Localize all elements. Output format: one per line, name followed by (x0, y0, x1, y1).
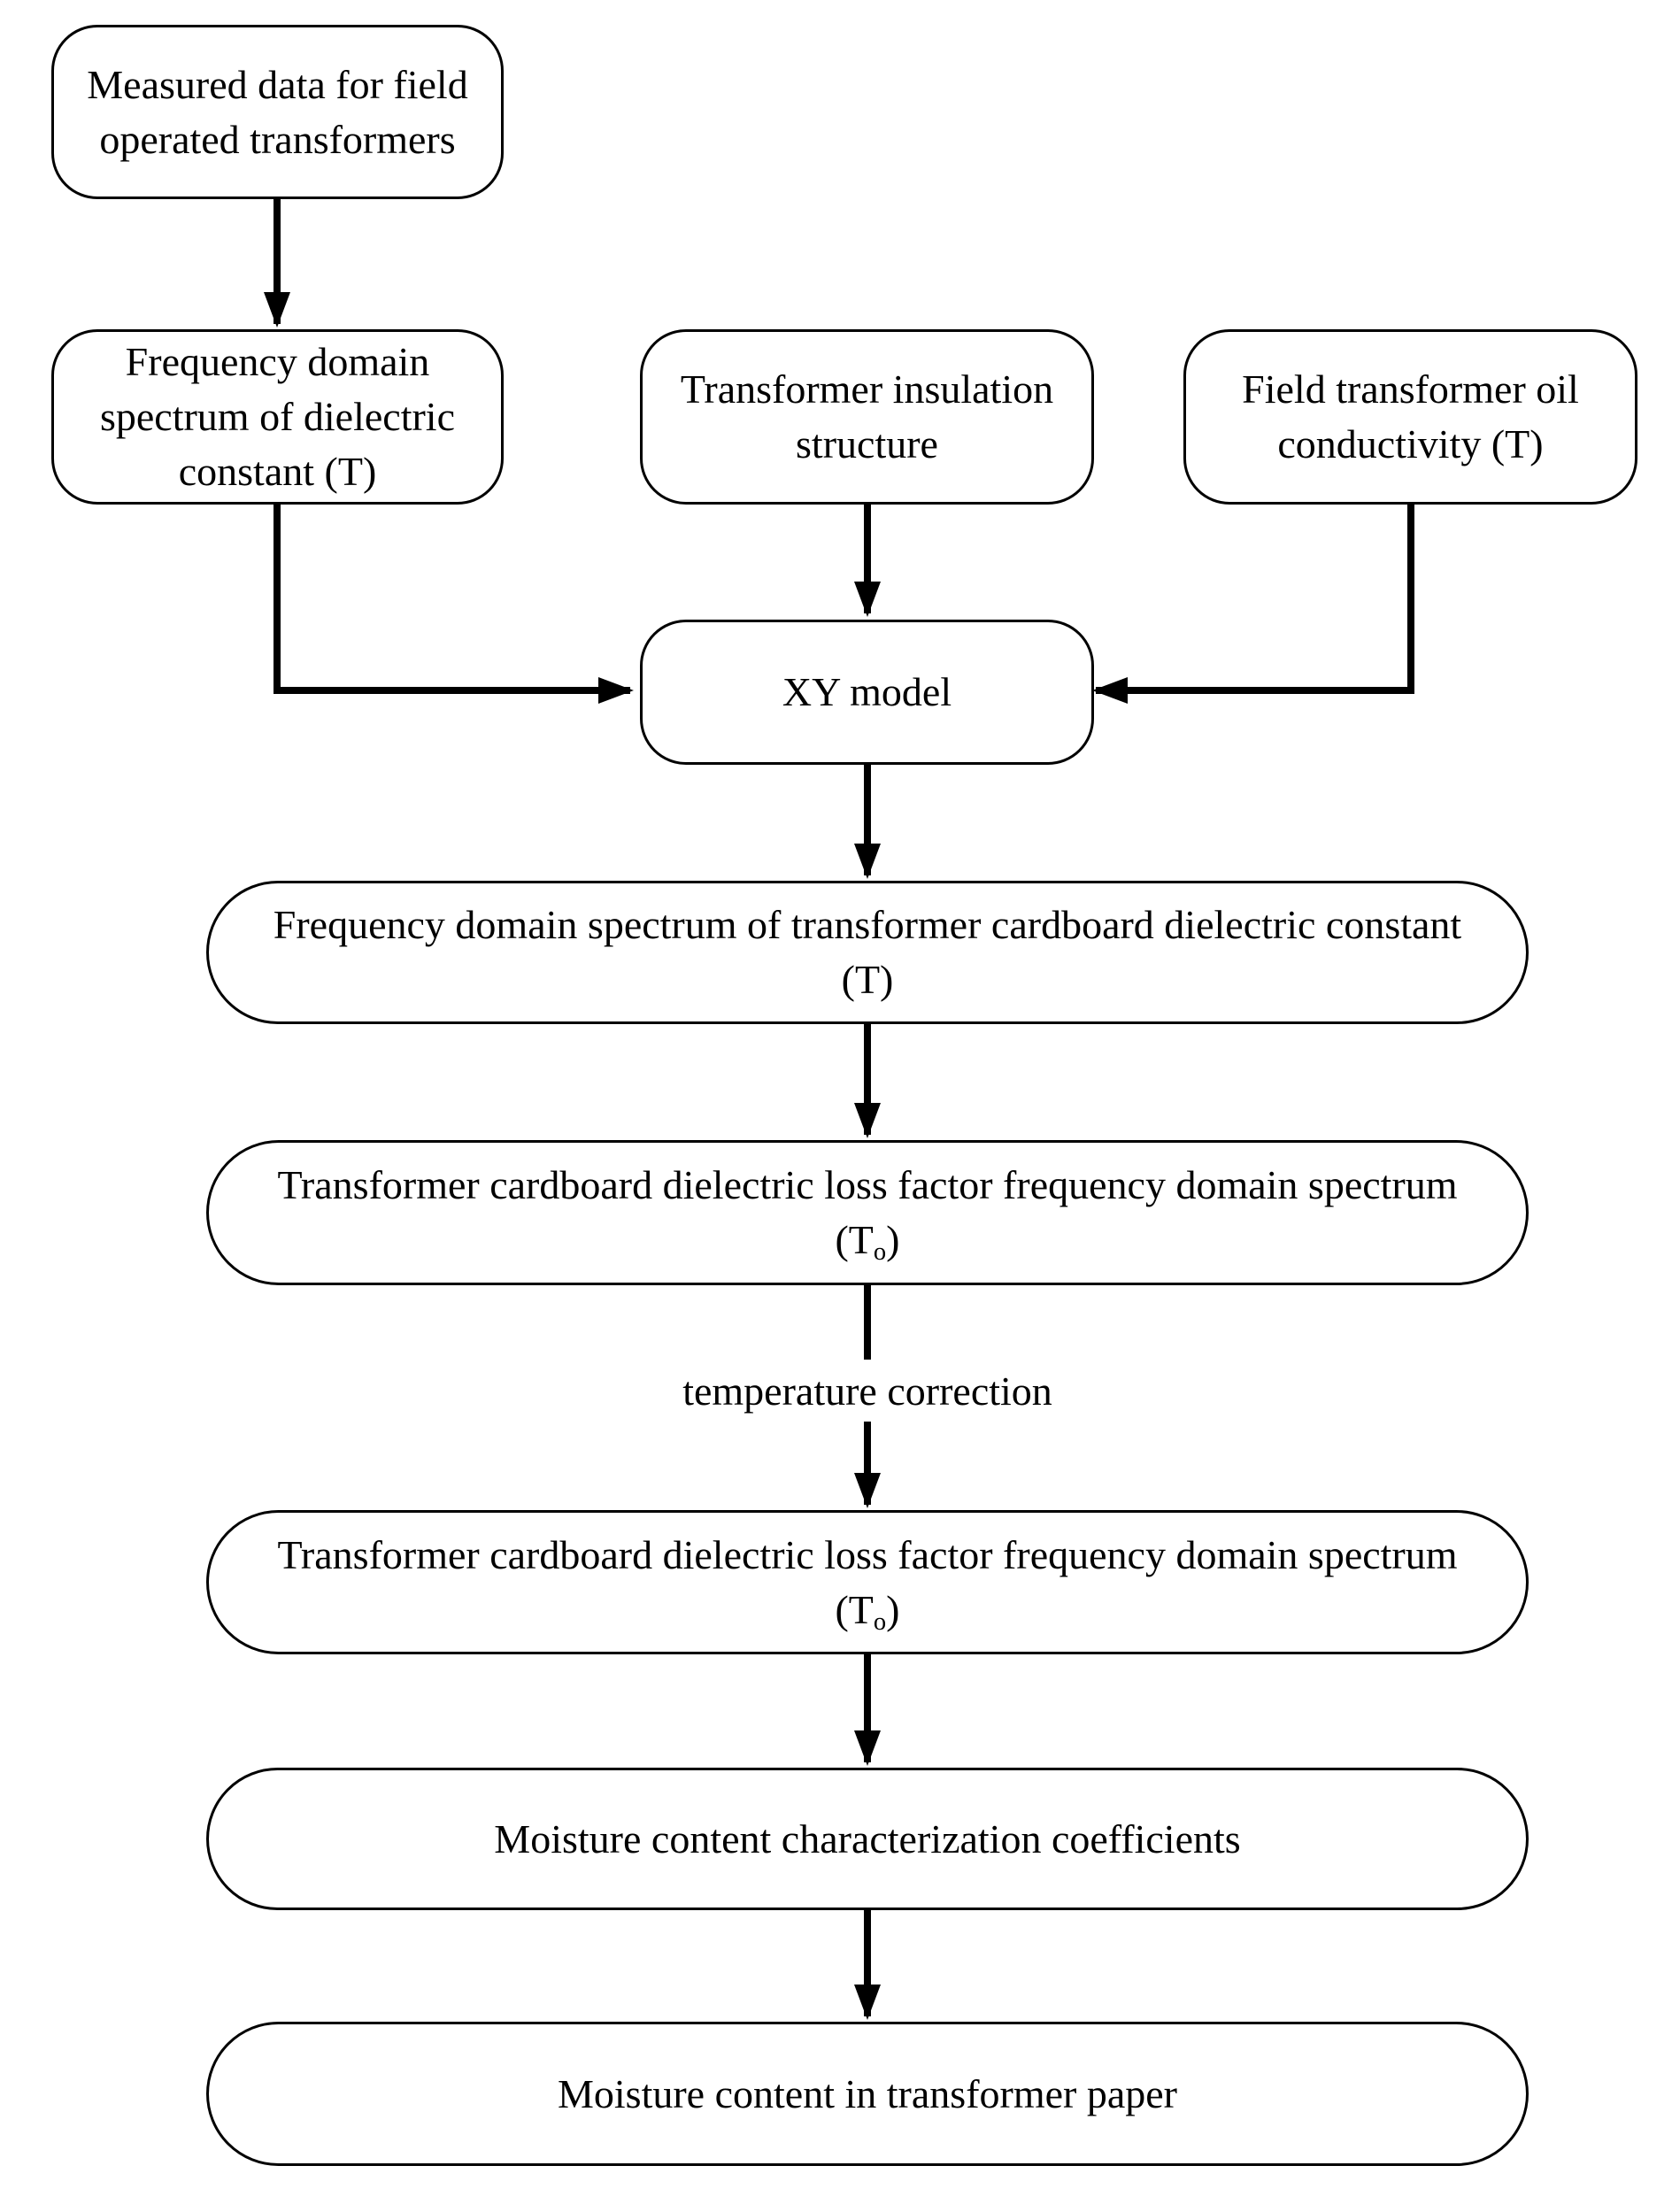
node-frequency-spectrum-dielectric-constant-text: Frequency domain spectrum of dielectric … (99, 339, 456, 494)
loss-factor-2-suffix: ) (886, 1586, 900, 1632)
node-insulation-structure-text: Transformer insulation structure (680, 366, 1054, 466)
loss-factor-2-main-text: Transformer cardboard dielectric loss fa… (277, 1531, 1458, 1632)
node-insulation-structure: Transformer insulation structure (640, 329, 1094, 505)
node-moisture-coefficients: Moisture content characterization coeffi… (206, 1768, 1529, 1910)
loss-factor-1-suffix: ) (886, 1217, 900, 1262)
node-xy-model: XY model (640, 620, 1094, 765)
node-measured-data-text: Measured data for field operated transfo… (87, 61, 468, 162)
arrow-spectrum-to-xy-model (274, 503, 634, 704)
loss-factor-1-subscript: o (873, 1238, 887, 1267)
node-cardboard-dielectric-constant: Frequency domain spectrum of transformer… (206, 881, 1529, 1024)
node-frequency-spectrum-dielectric-constant: Frequency domain spectrum of dielectric … (51, 329, 504, 505)
node-xy-model-text: XY model (782, 669, 952, 714)
loss-factor-2-subscript: o (873, 1607, 887, 1636)
node-moisture-content-text: Moisture content in transformer paper (558, 2070, 1177, 2116)
node-moisture-coefficients-text: Moisture content characterization coeffi… (494, 1815, 1241, 1861)
node-oil-conductivity: Field transformer oil conductivity (T) (1183, 329, 1637, 505)
node-loss-factor-spectrum-after-correction-text: Transformer cardboard dielectric loss fa… (253, 1528, 1482, 1638)
node-loss-factor-spectrum-before-correction: Transformer cardboard dielectric loss fa… (206, 1140, 1529, 1285)
node-loss-factor-spectrum-before-correction-text: Transformer cardboard dielectric loss fa… (253, 1158, 1482, 1268)
node-loss-factor-spectrum-after-correction: Transformer cardboard dielectric loss fa… (206, 1510, 1529, 1654)
arrow-oil-to-xy-model (1092, 503, 1414, 704)
loss-factor-1-main-text: Transformer cardboard dielectric loss fa… (277, 1162, 1458, 1262)
node-measured-data: Measured data for field operated transfo… (51, 25, 504, 199)
node-cardboard-dielectric-constant-text: Frequency domain spectrum of transformer… (273, 902, 1462, 1002)
node-moisture-content: Moisture content in transformer paper (206, 2022, 1529, 2166)
edge-label-temperature-correction: temperature correction (549, 1360, 1186, 1422)
node-oil-conductivity-text: Field transformer oil conductivity (T) (1242, 366, 1579, 466)
